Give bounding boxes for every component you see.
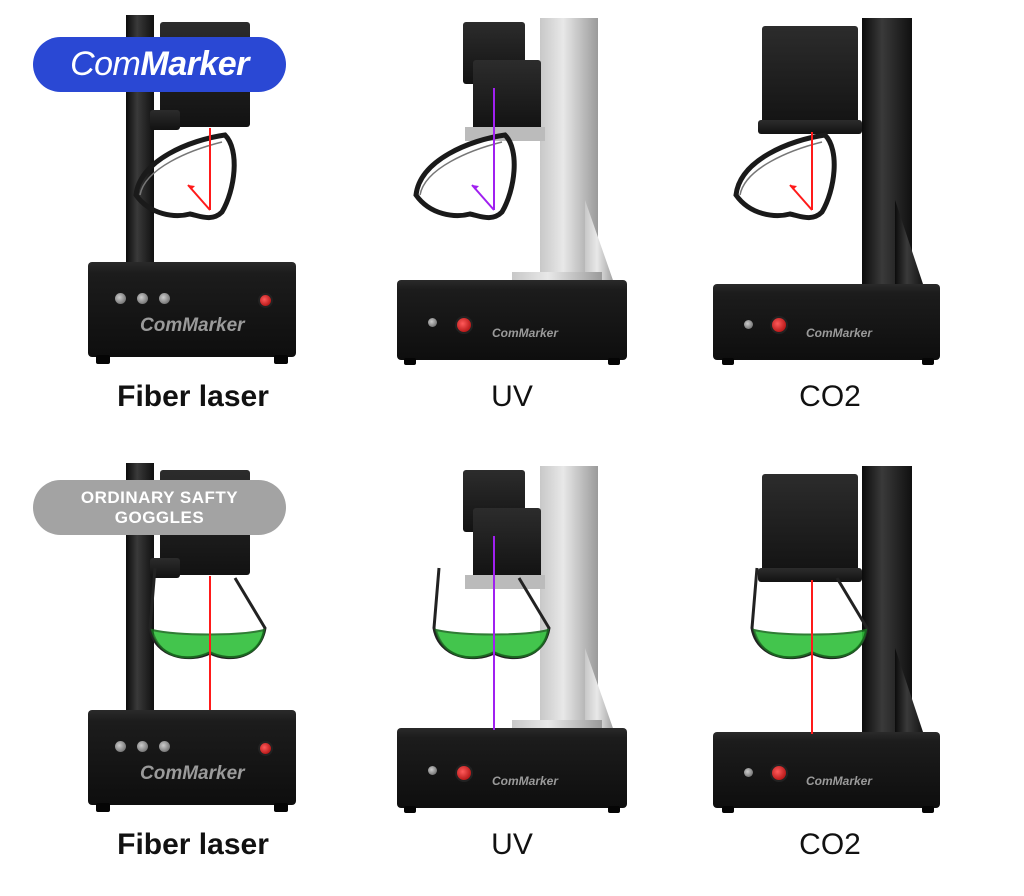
control-button [137,741,148,752]
control-button [137,293,148,304]
control-button [115,741,126,752]
machine-brand-text: ComMarker [140,763,245,784]
foot [608,806,620,813]
machine-base [88,262,296,357]
laser-and-goggles [750,567,869,734]
foot [404,358,416,365]
laser-safety-goggles-icon [133,132,237,221]
machine-label: Fiber laser [117,380,269,413]
head-mount [150,558,180,578]
emergency-stop-button [455,316,473,334]
laser-and-goggles [413,88,517,221]
machine-brand-text: ComMarker [140,315,245,336]
foot [722,806,734,813]
indicator-button [744,768,753,777]
laser-head [762,26,858,130]
indicator-button [744,320,753,329]
ordinary-green-goggles-icon [148,567,267,660]
emergency-stop-button [258,293,273,308]
foot [922,806,934,813]
head-mount [150,110,180,130]
foot [404,806,416,813]
control-button [115,293,126,304]
foot [96,803,110,812]
laser-safety-goggles-icon [413,132,517,221]
foot [274,355,288,364]
laser-and-goggles [432,536,551,730]
foot [608,358,620,365]
mount-plate [758,120,862,134]
machine-brand-text: ComMarker [806,326,873,340]
emergency-stop-button [455,764,473,782]
galvo-block [473,508,541,578]
logo-text-light: Com [70,45,141,83]
badge-line-1: ORDINARY SAFTY [80,487,239,507]
laser-and-goggles [133,128,237,221]
badge-line-2: GOGGLES [114,507,205,527]
foot [922,358,934,365]
galvo-block [473,60,541,130]
foot [96,355,110,364]
laser-safety-goggles-icon [733,132,837,221]
laser-head [762,474,858,578]
machine-label: Fiber laser [117,828,269,861]
laser-and-goggles [148,567,267,710]
control-button [159,293,170,304]
indicator-button [428,766,437,775]
machine-brand-text: ComMarker [492,326,559,340]
laser-and-goggles [733,132,837,221]
machine-label: UV [491,380,533,413]
indicator-button [428,318,437,327]
mount-plate [758,568,862,582]
machine-label: CO2 [799,828,861,861]
logo-text-bold: Marker [140,45,249,83]
foot [722,358,734,365]
machine-brand-text: ComMarker [806,774,873,788]
emergency-stop-button [770,764,788,782]
machine-label: CO2 [799,380,861,413]
ordinary-green-goggles-icon [750,567,869,660]
machine-label: UV [491,828,533,861]
emergency-stop-button [258,741,273,756]
control-button [159,741,170,752]
foot [274,803,288,812]
machine-brand-text: ComMarker [492,774,559,788]
machine-base [88,710,296,805]
emergency-stop-button [770,316,788,334]
